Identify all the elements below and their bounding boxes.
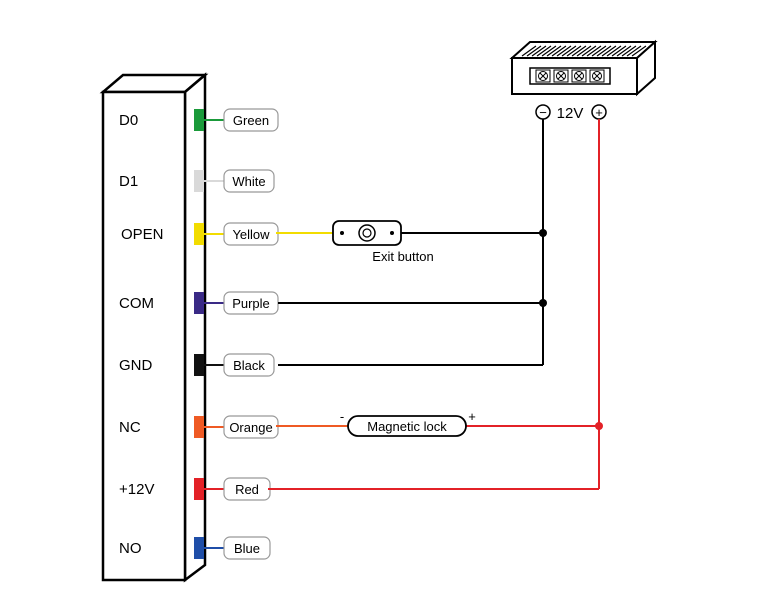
wire-terminal	[194, 292, 204, 314]
pin-row-open: OPEN Yellow	[121, 222, 279, 246]
wire-color-label: White	[232, 174, 265, 189]
wire-color-label: Purple	[232, 296, 270, 311]
magnetic-lock: Magnetic lock - +	[276, 409, 476, 437]
wire-color-label: Black	[233, 358, 265, 373]
wire-color-tag	[223, 353, 275, 377]
wire-color-tag	[223, 108, 279, 132]
pin-label: NO	[119, 540, 142, 557]
wire-color-label: Red	[235, 482, 259, 497]
pin-label: +12V	[119, 481, 154, 498]
wire-color-tag	[223, 169, 275, 193]
wire-terminal	[194, 416, 204, 438]
exit-button-label: Exit button	[372, 249, 433, 264]
pin-row-d1: D1 White	[119, 169, 275, 193]
power-supply	[509, 39, 658, 97]
wire-terminal	[194, 537, 204, 559]
svg-text:Magnetic lock: Magnetic lock	[367, 419, 447, 434]
pin-label: D1	[119, 173, 138, 190]
wire-color-label: Green	[233, 113, 269, 128]
pin-label: GND	[119, 357, 153, 374]
wire-color-label: Yellow	[232, 227, 270, 242]
junction-dot	[539, 229, 547, 237]
wire-terminal	[194, 223, 204, 245]
svg-text:−: −	[539, 105, 547, 120]
wire-terminal	[194, 170, 204, 192]
pin-row-com: COM Purple	[119, 291, 279, 315]
black-supply-wire	[278, 119, 544, 366]
wire-color-label: Blue	[234, 541, 260, 556]
wire-terminal	[194, 478, 204, 500]
wire-color-label: Orange	[229, 420, 272, 435]
svg-text:+: +	[468, 409, 476, 424]
pin-label: COM	[119, 295, 154, 312]
junction-dot	[539, 299, 547, 307]
pin-row-plus12v: +12V Red	[119, 477, 271, 501]
junction-dot	[595, 422, 603, 430]
pin-row-gnd: GND Black	[119, 353, 275, 377]
power-plus-terminal: +	[591, 104, 607, 120]
pin-label: D0	[119, 112, 138, 129]
pin-label: NC	[119, 419, 141, 436]
svg-text:+: +	[595, 105, 603, 120]
pin-label: OPEN	[121, 226, 164, 243]
pin-row-nc: NC Orange	[119, 415, 279, 439]
power-minus-terminal: −	[535, 104, 551, 120]
pin-row-no: NO Blue	[119, 536, 271, 560]
svg-text:-: -	[340, 409, 344, 424]
exit-button	[276, 220, 402, 246]
pin-row-d0: D0 Green	[119, 108, 279, 132]
power-voltage-label: 12V	[557, 105, 584, 122]
wire-terminal	[194, 354, 204, 376]
wire-terminal	[194, 109, 204, 131]
wire-color-tag	[223, 536, 271, 560]
controller-box	[99, 72, 209, 583]
